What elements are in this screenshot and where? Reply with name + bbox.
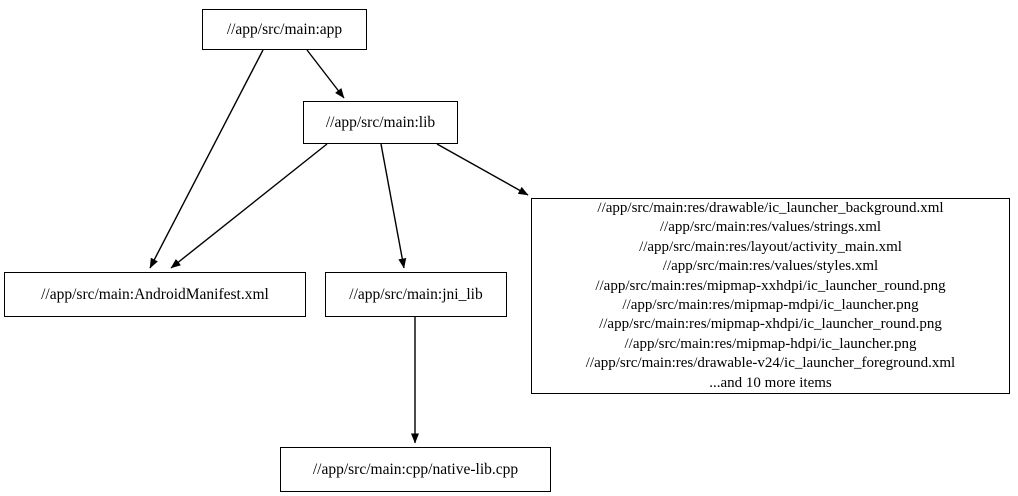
node-res-group[interactable]: //app/src/main:res/drawable/ic_launcher_… bbox=[531, 198, 1010, 394]
node-res-group-line-2: //app/src/main:res/values/strings.xml bbox=[659, 219, 882, 236]
node-lib-label: //app/src/main:lib bbox=[325, 113, 436, 131]
node-res-group-line-7: //app/src/main:res/mipmap-xhdpi/ic_launc… bbox=[599, 316, 942, 333]
node-res-group-more-items: ...and 10 more items bbox=[709, 374, 832, 391]
node-res-group-line-5: //app/src/main:res/mipmap-xxhdpi/ic_laun… bbox=[595, 277, 946, 294]
node-res-group-line-6: //app/src/main:res/mipmap-mdpi/ic_launch… bbox=[622, 297, 919, 313]
node-androidmanifest-label: //app/src/main:AndroidManifest.xml bbox=[41, 285, 269, 303]
edge-app-to-androidmanifest bbox=[149, 49, 264, 269]
node-jni-lib-label: //app/src/main:jni_lib bbox=[349, 285, 483, 303]
node-res-group-line-9: //app/src/main:res/drawable-v24/ic_launc… bbox=[585, 355, 956, 372]
node-jni-lib[interactable]: //app/src/main:jni_lib bbox=[325, 272, 507, 317]
node-res-group-line-1: //app/src/main:res/drawable/ic_launcher_… bbox=[597, 199, 944, 216]
edge-lib-to-res-group bbox=[436, 143, 529, 196]
node-res-group-line-3: //app/src/main:res/layout/activity_main.… bbox=[639, 238, 902, 255]
node-res-group-line-8: //app/src/main:res/mipmap-hdpi/ic_launch… bbox=[624, 335, 917, 352]
edge-lib-to-jni-lib bbox=[380, 143, 407, 269]
node-native-lib-cpp[interactable]: //app/src/main:cpp/native-lib.cpp bbox=[280, 447, 551, 492]
edge-lib-to-androidmanifest bbox=[170, 143, 328, 269]
node-native-lib-cpp-label: //app/src/main:cpp/native-lib.cpp bbox=[312, 460, 519, 478]
node-res-group-line-4: //app/src/main:res/values/styles.xml bbox=[662, 258, 879, 275]
node-androidmanifest[interactable]: //app/src/main:AndroidManifest.xml bbox=[4, 272, 306, 317]
edge-app-to-lib bbox=[306, 49, 345, 99]
node-app[interactable]: //app/src/main:app bbox=[202, 9, 367, 50]
node-lib[interactable]: //app/src/main:lib bbox=[303, 101, 458, 144]
node-app-label: //app/src/main:app bbox=[226, 20, 343, 38]
